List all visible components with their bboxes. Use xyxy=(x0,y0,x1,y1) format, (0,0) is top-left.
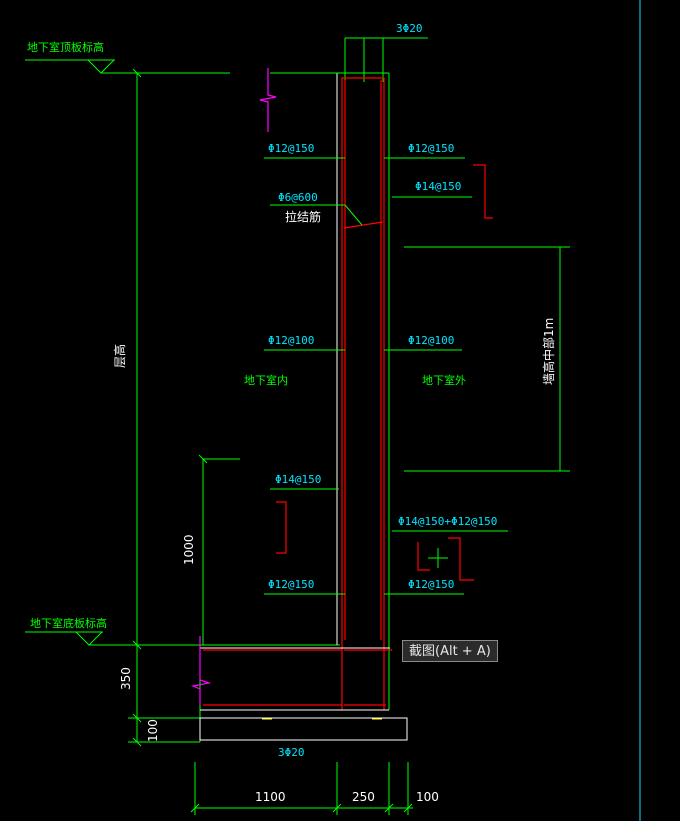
callout-leaders xyxy=(264,157,508,595)
top-bar-label: 3Φ20 xyxy=(396,22,423,35)
dim-250-label: 250 xyxy=(352,790,375,804)
inside-lower-bar-label: Φ14@150 xyxy=(275,473,321,486)
break-lines xyxy=(190,68,277,705)
bar-symbols xyxy=(276,164,493,581)
height-dimension xyxy=(132,68,142,650)
top-slab-elevation-label: 地下室顶板标高 xyxy=(27,40,104,54)
wall-outline xyxy=(270,72,390,710)
wall-rebar xyxy=(203,77,392,710)
top-elevation-marker xyxy=(25,59,230,74)
outside-top-bar-label: Φ12@150 xyxy=(408,142,454,155)
inside-bottom-bar-label: Φ12@150 xyxy=(268,578,314,591)
outside-upper-bar-label: Φ14@150 xyxy=(415,180,461,193)
crosshair-cursor xyxy=(428,548,448,568)
outside-lower-bar-label: Φ14@150+Φ12@150 xyxy=(398,515,497,528)
dim-350-label: 350 xyxy=(119,667,133,690)
dim-1000-line xyxy=(198,454,240,645)
inside-mid-bar-label: Φ12@100 xyxy=(268,334,314,347)
screenshot-tooltip: 截图(Alt + A) xyxy=(402,640,498,662)
inside-top-bar-label: Φ12@150 xyxy=(268,142,314,155)
dim-1000-label: 1000 xyxy=(182,534,196,565)
dim-1100-label: 1100 xyxy=(255,790,286,804)
bottom-dimension xyxy=(190,762,413,815)
outside-bottom-bar-label: Φ12@150 xyxy=(408,578,454,591)
height-label: 层高 xyxy=(112,344,127,368)
foundation-slab xyxy=(199,645,408,742)
bottom-elevation-marker xyxy=(25,631,340,646)
interior-label: 地下室内 xyxy=(244,373,288,387)
top-bar-callout xyxy=(344,37,428,82)
dim-350-100-line xyxy=(128,645,200,747)
dim-100v-label: 100 xyxy=(146,719,160,742)
exterior-label: 地下室外 xyxy=(422,373,466,387)
tie-spec-label: Φ6@600 xyxy=(278,191,318,204)
tie-name-label: 拉结筋 xyxy=(285,209,321,224)
bottom-slab-elevation-label: 地下室底板标高 xyxy=(30,616,107,630)
range-dimension xyxy=(404,246,570,472)
dim-100h-label: 100 xyxy=(416,790,439,804)
outside-mid-bar-label: Φ12@100 xyxy=(408,334,454,347)
bottom-bar-label: 3Φ20 xyxy=(278,746,305,759)
mid-range-label: 墙高中部1m xyxy=(541,318,556,385)
